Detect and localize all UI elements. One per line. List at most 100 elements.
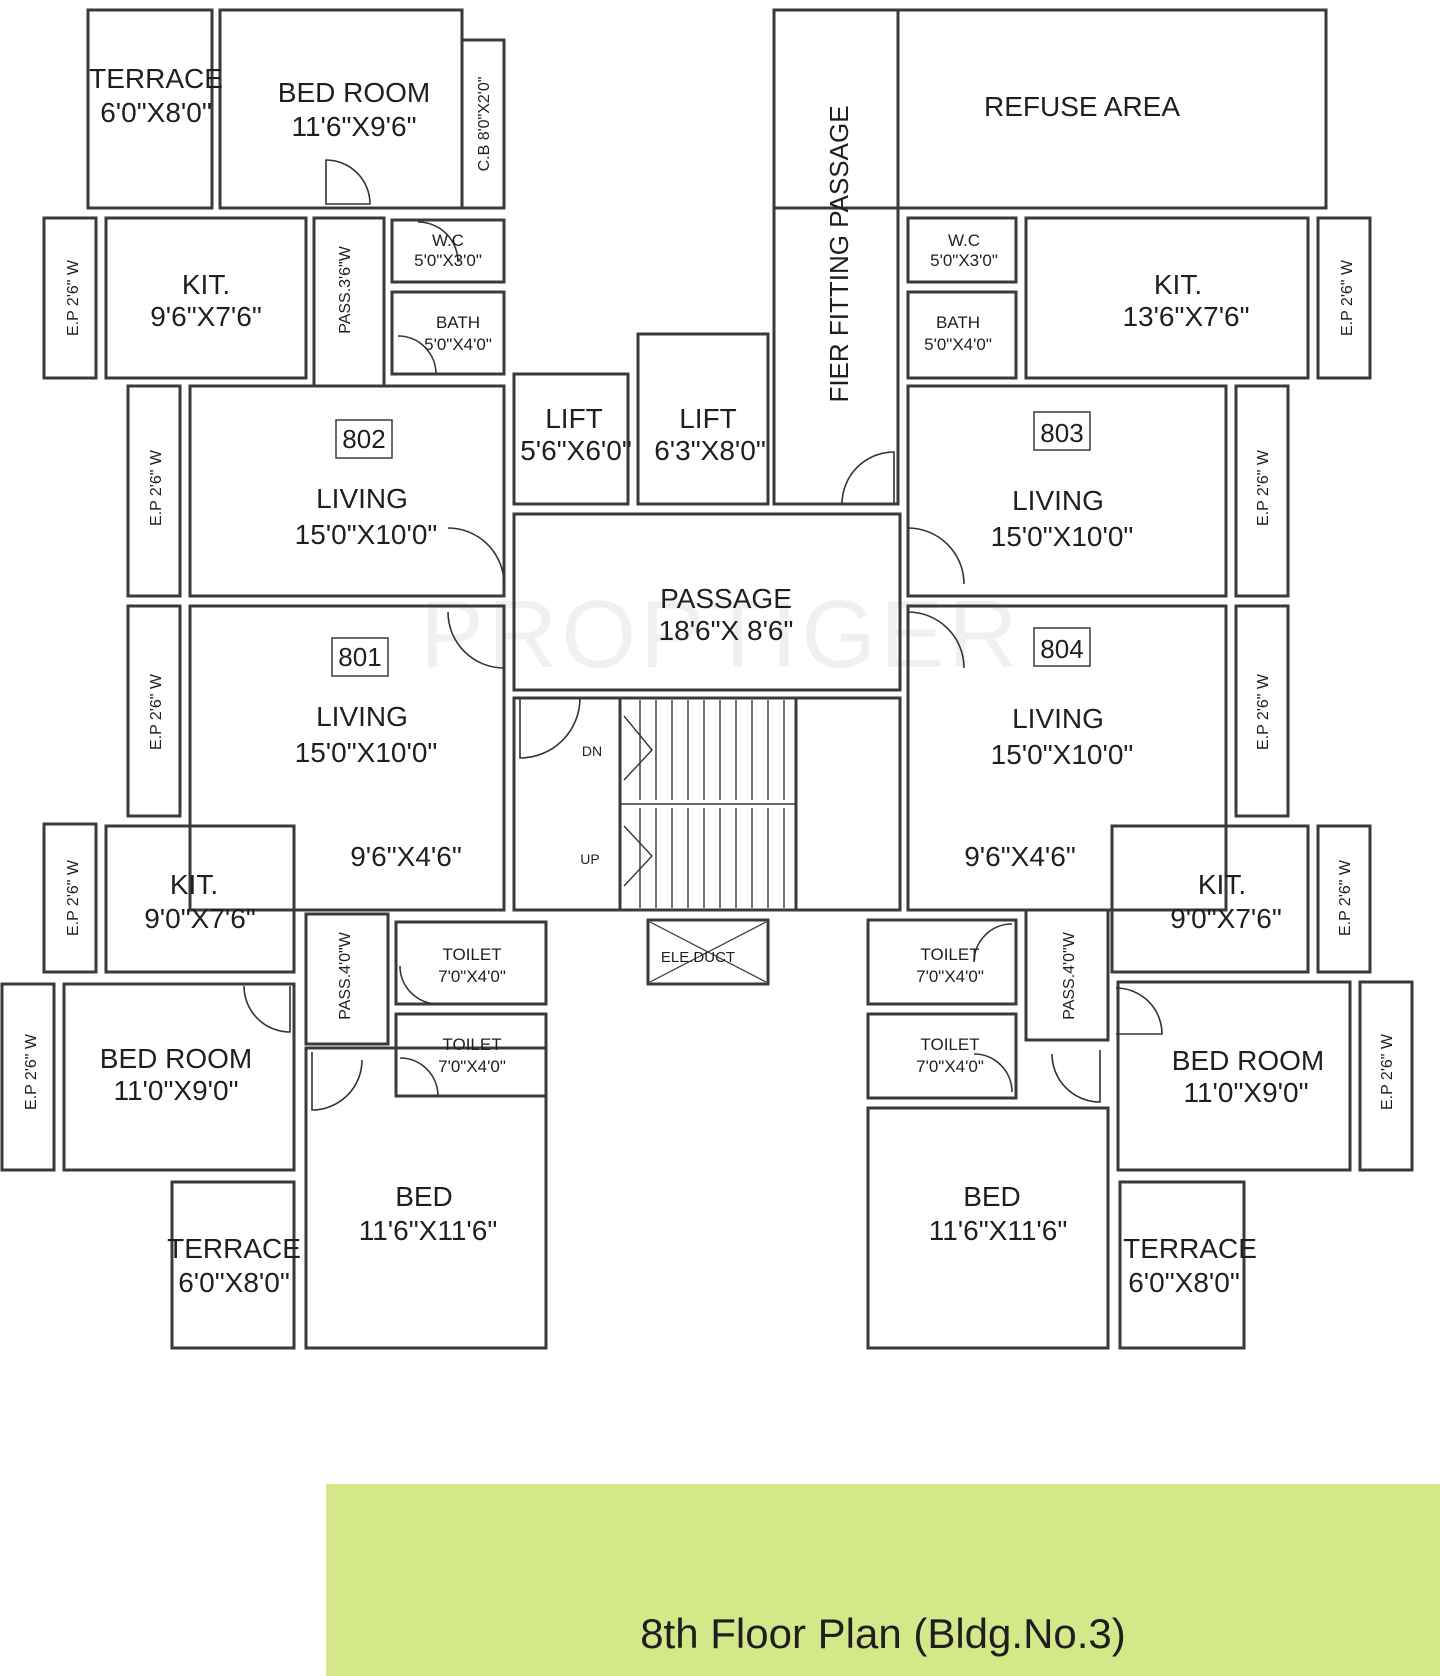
kit-804-room [1110,824,1310,974]
unit-number-802-box [335,419,393,459]
terrace-804-size: 6'0"X8'0" [1128,1267,1240,1298]
living-803-room [906,384,1228,598]
ep-living-803-label: E.P 2'6" W [1255,449,1272,526]
wc-802-name: W.C [432,231,464,250]
terrace-801-name: TERRACE [167,1233,301,1264]
kit-803-size: 13'6"X7'6" [1122,301,1249,332]
bath-803-size: 5'0"X4'0" [924,335,992,354]
stair-lobby-right [794,696,902,912]
floor-plan: TERRACE 6'0"X8'0" BED ROOM 11'6"X9'6" C.… [0,8,1414,1350]
ep-living-804-room [1234,604,1290,818]
unit-number-804-box [1033,627,1091,667]
cb-802-room [460,38,506,210]
terrace-801-size: 6'0"X8'0" [178,1267,290,1298]
lift-2-name: LIFT [679,403,737,434]
ep-bed-801-room [0,982,56,1172]
unit-number-802: 802 [342,424,385,454]
living-801-name: LIVING [316,701,408,732]
terrace-801-room [170,1180,296,1350]
living-802-size: 15'0"X10'0" [295,519,438,550]
living-804-name: LIVING [1012,703,1104,734]
unit-804 [866,604,1414,1350]
toilet-2-801-room [394,1012,548,1098]
lift-1-name: LIFT [545,403,603,434]
pass-804-room [1024,908,1110,1042]
ep-bed-804-room [1358,980,1414,1172]
ep-kit-803-room [1316,216,1372,380]
unit-number-801-box [331,637,389,677]
kit-801-name: KIT. [170,869,218,900]
ep-bed-804-label: E.P 2'6" W [1379,1033,1396,1110]
bed-804-size: 11'6"X11'6" [929,1215,1068,1246]
kit-802-name: KIT. [182,269,230,300]
bedroom-801-room [62,982,296,1172]
toilet-1-801-size: 7'0"X4'0" [438,967,506,986]
bed-801-size: 11'6"X11'6" [359,1215,498,1246]
watermark: PROPTIGER [420,581,1022,688]
kit-803-name: KIT. [1154,269,1202,300]
stair-lobby-left [512,696,622,912]
toilet-1-801-room [394,920,548,1006]
title-band [326,1484,1440,1676]
bed-801-name: BED [395,1181,453,1212]
bed-801-room [304,1046,548,1350]
ep-kit-803-label: E.P 2'6" W [1339,259,1356,336]
passage-name: PASSAGE [660,583,792,614]
bedroom-804-size: 11'0"X9'0" [1183,1077,1308,1108]
bedroom-802-room [218,8,464,210]
bed-804-room [866,1106,1110,1350]
living-801-room [188,604,506,912]
lift-2-room [636,332,770,506]
bath-802-room [390,290,506,376]
toilet-1-801-name: TOILET [442,945,501,964]
fire-passage-room [772,8,900,506]
toilet-2-804-name: TOILET [920,1035,979,1054]
unit-number-804: 804 [1040,634,1083,664]
bedroom-802-name: BED ROOM [278,77,430,108]
living-804-size: 15'0"X10'0" [991,739,1134,770]
wc-803-room [906,216,1018,284]
living-802-room [188,384,506,598]
passage-room [512,512,902,692]
bedroom-801-name: BED ROOM [100,1043,252,1074]
bedroom-802-size: 11'6"X9'6" [291,111,416,142]
lift-1-room [512,372,630,506]
ep-kit-801-room [42,822,98,974]
stair-up-label: UP [580,851,599,867]
bath-803-name: BATH [936,313,980,332]
wc-802-room [390,218,506,284]
ep-bed-801-label: E.P 2'6" W [23,1033,40,1110]
unit-802 [42,8,506,598]
lift-2-size: 6'3"X8'0" [654,435,766,466]
kit-804-size: 9'0"X7'6" [1170,903,1282,934]
toilet-1-804-name: TOILET [920,945,979,964]
ep-living-803-room [1234,384,1290,598]
ep-kit-802-label: E.P 2'6" W [65,259,82,336]
bath-802-name: BATH [436,313,480,332]
terrace-804-name: TERRACE [1123,1233,1257,1264]
toilet-1-804-size: 7'0"X4'0" [916,967,984,986]
wc-802-size: 5'0"X3'0" [414,251,482,270]
bedroom-804-name: BED ROOM [1172,1045,1324,1076]
unit-803 [772,8,1372,598]
pass-804-label: PASS.4'0"W [1061,931,1078,1019]
passage-size: 18'6"X 8'6" [659,615,794,646]
ele-duct-label: ELE.DUCT [661,949,735,966]
living-803-size: 15'0"X10'0" [991,521,1134,552]
toilet-2-801-name: TOILET [442,1035,501,1054]
cb-802-label: C.B 8'0"X2'0" [476,77,493,172]
toilet-1-804-room [866,918,1018,1006]
fire-passage-label: FIER FITTING PASSAGE [824,105,854,402]
ep-living-802-label: E.P 2'6" W [148,449,165,526]
ep-kit-804-room [1316,824,1372,974]
bath-803-room [906,290,1018,380]
kit-801-room [104,824,296,974]
kit-802-size: 9'6"X7'6" [150,301,262,332]
terrace-802-size: 6'0"X8'0" [100,97,212,128]
pass-801-label: PASS.4'0"W [337,931,354,1019]
toilet-2-804-room [866,1012,1018,1100]
refuse-area-label: REFUSE AREA [984,91,1180,122]
unit-number-803: 803 [1040,418,1083,448]
core [512,332,902,986]
kit-803-room [1024,216,1310,380]
